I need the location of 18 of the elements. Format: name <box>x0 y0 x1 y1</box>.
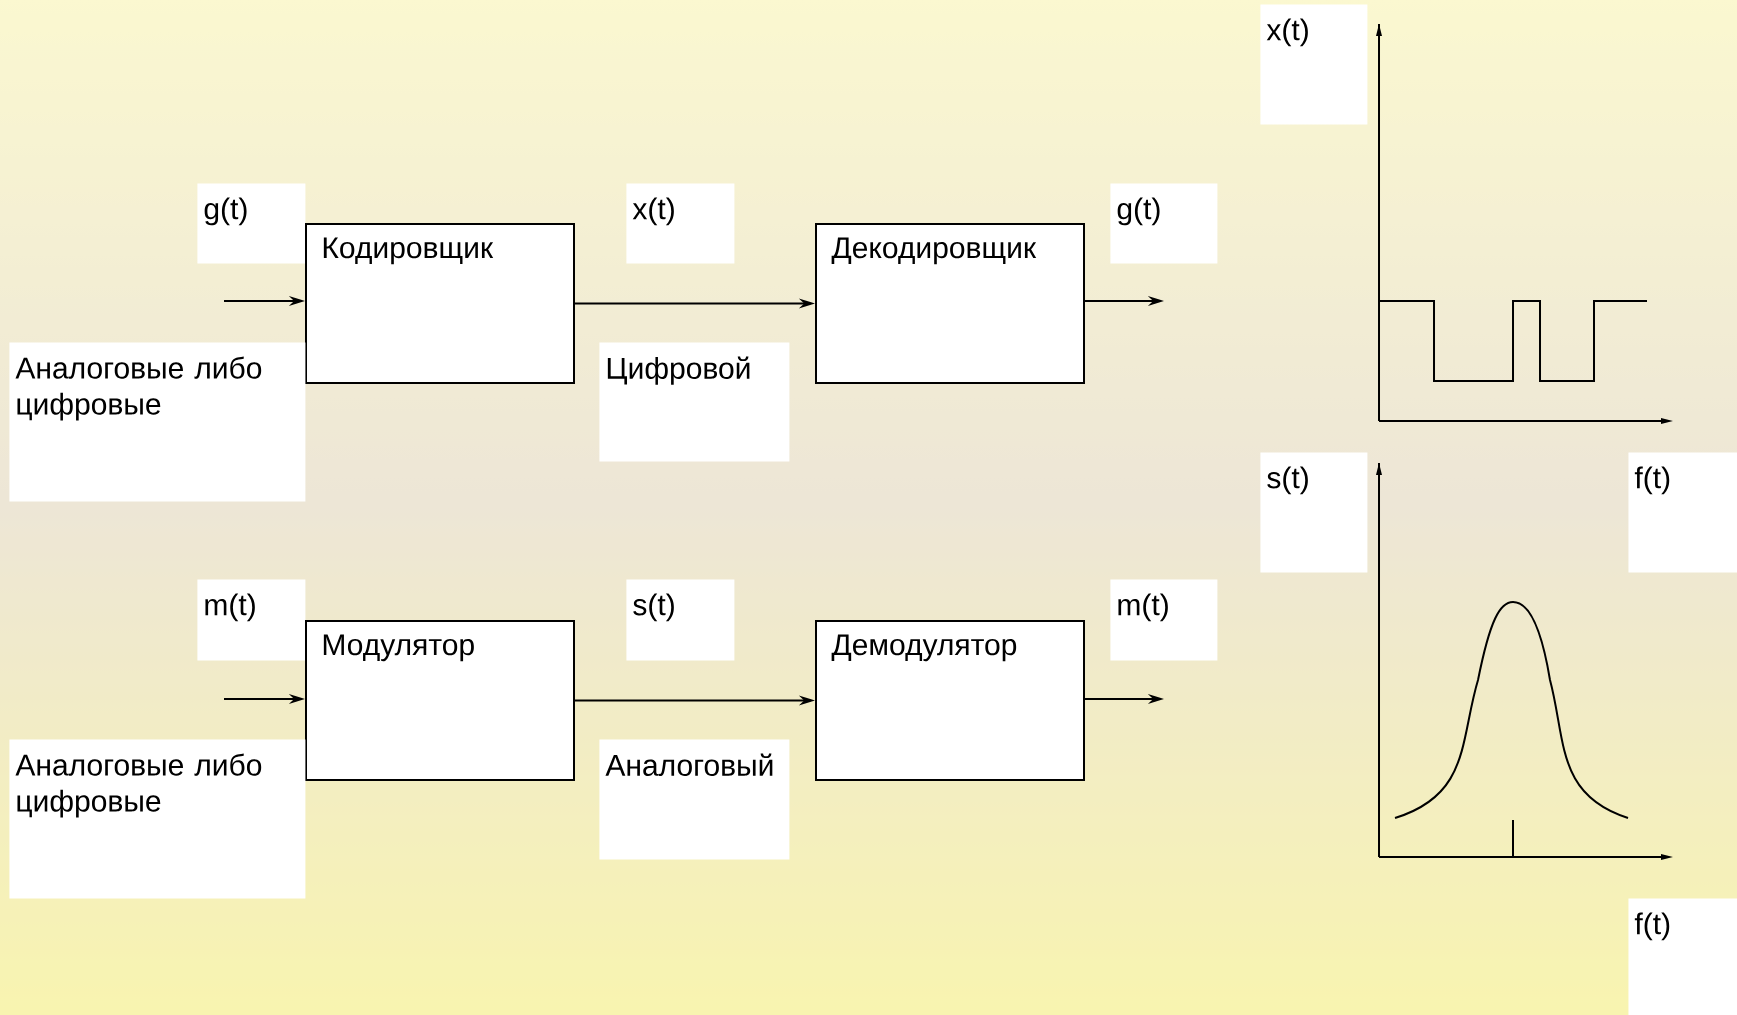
signal-label: s(t) <box>626 579 735 661</box>
signal-label: Аналоговые либо цифровые <box>9 342 306 502</box>
signal-label: m(t) <box>197 579 306 661</box>
signal-label: f(t) <box>1628 898 1737 1015</box>
signal-label: Цифровой <box>599 342 790 462</box>
signal-label: f(t) <box>1628 452 1737 573</box>
signal-label: x(t) <box>1260 4 1368 125</box>
signal-label: Аналоговый <box>599 739 790 860</box>
signal-label: x(t) <box>626 183 735 264</box>
process-box: Демодулятор <box>815 620 1085 781</box>
signal-label: m(t) <box>1110 579 1218 661</box>
process-box: Кодировщик <box>305 223 575 384</box>
signal-label: g(t) <box>197 183 306 264</box>
signal-label: g(t) <box>1110 183 1218 264</box>
process-box: Модулятор <box>305 620 575 781</box>
signal-label: Аналоговые либо цифровые <box>9 739 306 899</box>
signal-label: s(t) <box>1260 452 1368 573</box>
process-box: Декодировщик <box>815 223 1085 384</box>
